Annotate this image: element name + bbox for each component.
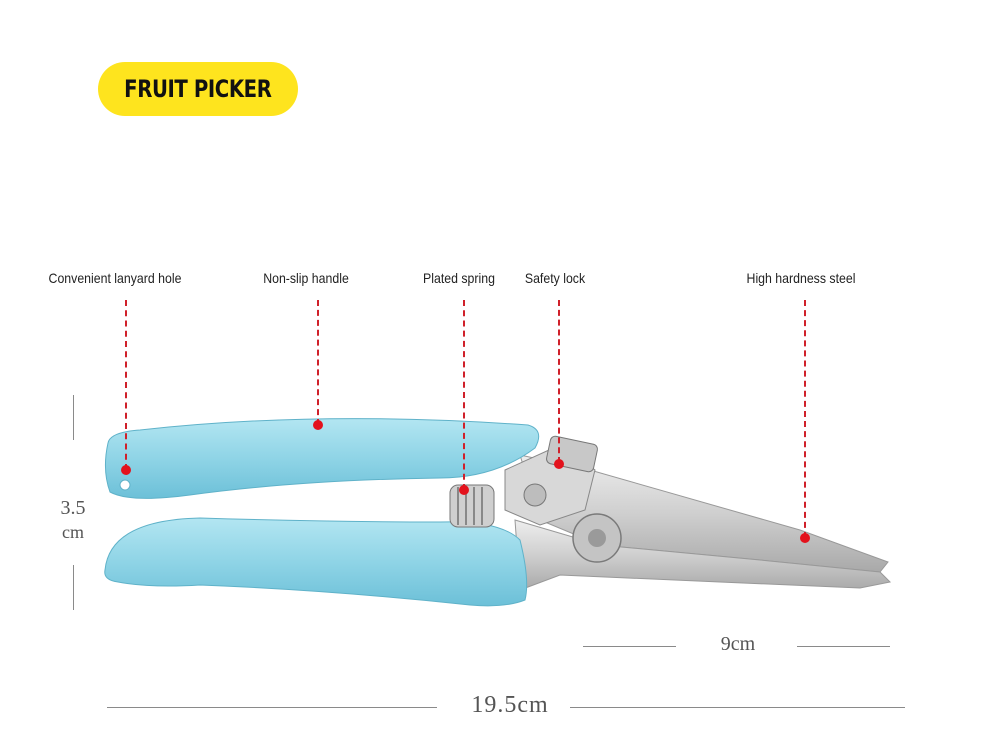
leader-non-slip-handle xyxy=(317,300,319,425)
callout-dot-high-hardness-steel xyxy=(800,533,810,543)
plated-spring xyxy=(449,484,495,528)
lanyard-hole xyxy=(119,479,131,491)
title-text: FRUIT PICKER xyxy=(124,75,272,103)
leader-plated-spring xyxy=(463,300,465,490)
height-unit: cm xyxy=(62,522,84,542)
callout-dot-safety-lock xyxy=(554,459,564,469)
lower-blade xyxy=(514,519,892,591)
leader-lanyard-hole xyxy=(125,300,127,470)
callout-label-high-hardness-steel: High hardness steel xyxy=(746,270,856,286)
title-badge: FRUIT PICKER xyxy=(98,62,298,116)
height-value: 3.5 xyxy=(60,497,86,519)
height-dim-line-bottom xyxy=(73,565,74,610)
callout-label-safety-lock: Safety lock xyxy=(524,270,586,286)
lower-handle xyxy=(104,517,528,607)
rivet-upper xyxy=(523,483,547,507)
upper-handle xyxy=(104,418,540,499)
blade-dim-line-left xyxy=(583,646,676,647)
callout-label-plated-spring: Plated spring xyxy=(423,270,495,286)
leader-high-hardness-steel xyxy=(804,300,806,538)
blade-length-label: 9cm xyxy=(720,633,756,655)
callout-label-non-slip-handle: Non-slip handle xyxy=(263,270,349,286)
callout-dot-plated-spring xyxy=(459,485,469,495)
total-length-label: 19.5cm xyxy=(471,692,549,718)
callout-dot-lanyard-hole xyxy=(121,465,131,475)
total-dim-line-left xyxy=(107,707,437,708)
leader-safety-lock xyxy=(558,300,560,463)
blade-dim-line-right xyxy=(797,646,890,647)
height-dim-line-top xyxy=(73,395,74,440)
callout-label-lanyard-hole: Convenient lanyard hole xyxy=(48,270,182,286)
total-dim-line-right xyxy=(570,707,905,708)
callout-dot-non-slip-handle xyxy=(313,420,323,430)
